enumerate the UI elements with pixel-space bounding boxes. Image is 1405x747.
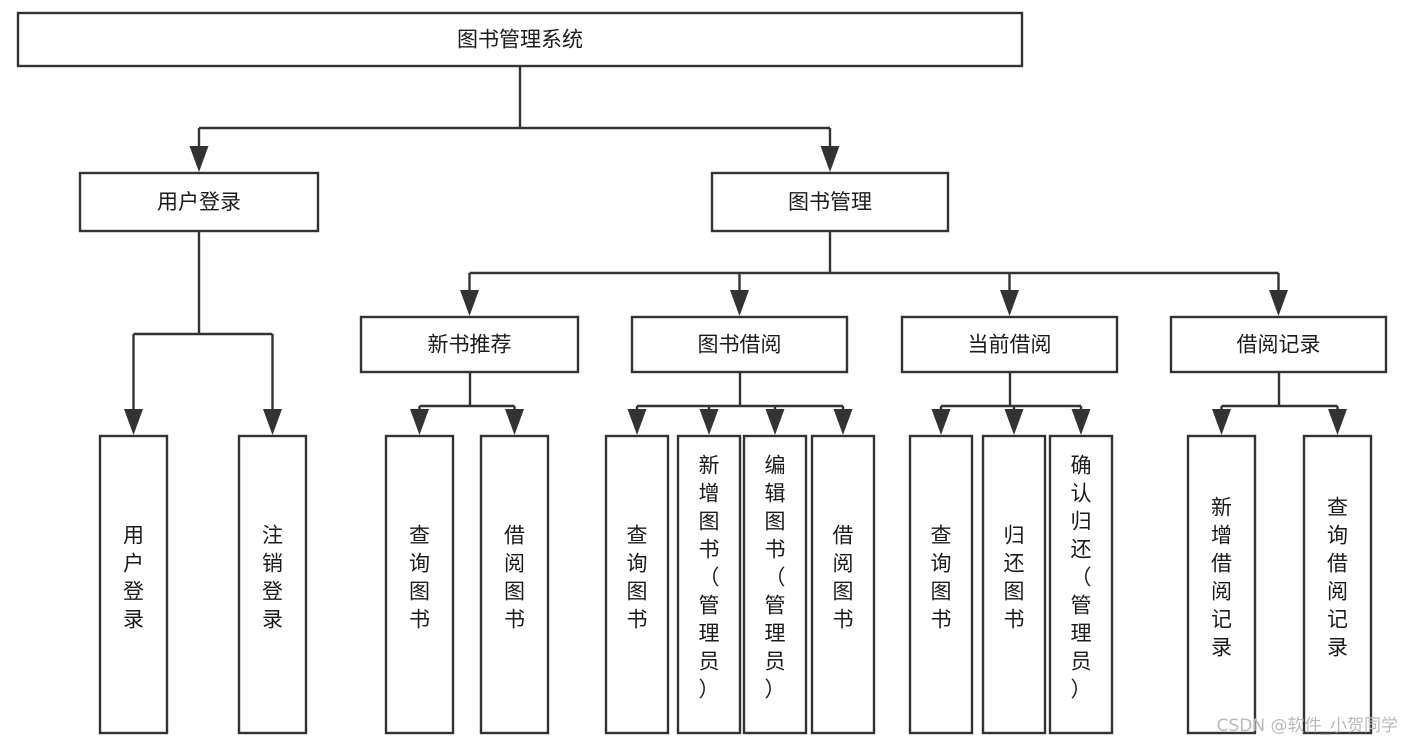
node-current[interactable]: 当前借阅: [900, 315, 1119, 374]
node-newbook[interactable]: 新书推荐: [359, 315, 580, 374]
arrow-head-icon: [460, 290, 479, 316]
arrow-head-icon: [1000, 290, 1019, 316]
node-label: 查询借阅记录: [1327, 496, 1348, 660]
node-leaf4[interactable]: 借阅图书: [479, 434, 550, 735]
arrow-head-icon: [627, 409, 647, 435]
connector-login: [124, 231, 282, 435]
arrow-head-icon: [931, 409, 951, 435]
node-box[interactable]: [16, 11, 1024, 68]
node-box[interactable]: [1186, 434, 1257, 735]
connector-layer: [124, 66, 1347, 435]
node-label: 新增图书（管理员）: [699, 454, 720, 702]
node-box[interactable]: [78, 171, 320, 233]
node-leaf10[interactable]: 归还图书: [981, 434, 1047, 735]
node-label: 确认归还（管理员）: [1071, 454, 1092, 702]
arrow-head-icon: [263, 409, 282, 435]
node-leaf1[interactable]: 用户登录: [98, 434, 169, 735]
node-label: 借阅记录: [1237, 333, 1321, 357]
node-box[interactable]: [604, 434, 670, 735]
node-records[interactable]: 借阅记录: [1169, 315, 1388, 374]
node-label: 注销登录: [262, 524, 283, 632]
node-box[interactable]: [479, 434, 550, 735]
node-box[interactable]: [1169, 315, 1388, 374]
node-box[interactable]: [1302, 434, 1373, 735]
connector-root: [189, 66, 840, 172]
node-leaf12[interactable]: 新增借阅记录: [1186, 434, 1257, 735]
arrow-head-icon: [1212, 409, 1231, 435]
arrow-head-icon: [820, 146, 840, 172]
node-root[interactable]: 图书管理系统: [16, 11, 1024, 68]
node-leaf3[interactable]: 查询图书: [384, 434, 455, 735]
node-box[interactable]: [98, 434, 169, 735]
csdn-watermark: CSDN @软件_小贺同学: [1217, 716, 1398, 736]
node-box[interactable]: [742, 434, 808, 735]
arrow-head-icon: [189, 146, 209, 172]
node-login[interactable]: 用户登录: [78, 171, 320, 233]
node-leaf2[interactable]: 注销登录: [237, 434, 308, 735]
node-box[interactable]: [908, 434, 974, 735]
connector-current: [931, 372, 1091, 435]
node-box[interactable]: [810, 434, 876, 735]
arrow-head-icon: [1328, 409, 1347, 435]
arrow-head-icon: [410, 409, 429, 435]
node-box[interactable]: [630, 315, 849, 374]
arrow-head-icon: [833, 409, 853, 435]
node-label: 借阅图书: [833, 524, 854, 632]
node-leaf9[interactable]: 查询图书: [908, 434, 974, 735]
node-box[interactable]: [384, 434, 455, 735]
node-leaf5[interactable]: 查询图书: [604, 434, 670, 735]
connector-borrow: [627, 372, 853, 435]
node-box[interactable]: [981, 434, 1047, 735]
connector-bookmgmt: [460, 231, 1288, 316]
node-label: 查询图书: [931, 524, 952, 632]
node-label: 图书管理: [788, 190, 872, 214]
node-box[interactable]: [359, 315, 580, 374]
node-label: 用户登录: [157, 190, 241, 214]
node-label: 查询图书: [409, 524, 430, 632]
node-label: 用户登录: [123, 524, 144, 632]
node-label: 新书推荐: [428, 333, 512, 357]
node-leaf13[interactable]: 查询借阅记录: [1302, 434, 1373, 735]
node-label: 图书借阅: [698, 333, 782, 357]
arrow-head-icon: [1269, 290, 1288, 316]
node-box[interactable]: [237, 434, 308, 735]
node-label: 归还图书: [1004, 524, 1025, 632]
arrow-head-icon: [124, 409, 143, 435]
node-leaf8[interactable]: 借阅图书: [810, 434, 876, 735]
node-label: 图书管理系统: [457, 28, 583, 52]
arrow-head-icon: [1071, 409, 1091, 435]
node-box[interactable]: [710, 171, 950, 233]
node-leaf11[interactable]: 确认归还（管理员）: [1048, 434, 1114, 735]
node-box[interactable]: [900, 315, 1119, 374]
node-label: 编辑图书（管理员）: [765, 454, 786, 702]
node-label: 借阅图书: [504, 524, 525, 632]
arrow-head-icon: [765, 409, 785, 435]
node-leaf7[interactable]: 编辑图书（管理员）: [742, 434, 808, 735]
arrow-head-icon: [1004, 409, 1024, 435]
node-bookmgmt[interactable]: 图书管理: [710, 171, 950, 233]
connector-records: [1212, 372, 1347, 435]
arrow-head-icon: [505, 409, 524, 435]
connector-newbook: [410, 372, 524, 435]
node-label: 新增借阅记录: [1211, 496, 1232, 660]
node-box[interactable]: [676, 434, 742, 735]
node-leaf6[interactable]: 新增图书（管理员）: [676, 434, 742, 735]
node-label: 当前借阅: [968, 333, 1052, 357]
arrow-head-icon: [699, 409, 719, 435]
node-layer: 图书管理系统用户登录图书管理新书推荐图书借阅当前借阅借阅记录用户登录注销登录查询…: [16, 11, 1388, 735]
node-box[interactable]: [1048, 434, 1114, 735]
arrow-head-icon: [730, 290, 749, 316]
node-label: 查询图书: [627, 524, 648, 632]
node-borrow[interactable]: 图书借阅: [630, 315, 849, 374]
